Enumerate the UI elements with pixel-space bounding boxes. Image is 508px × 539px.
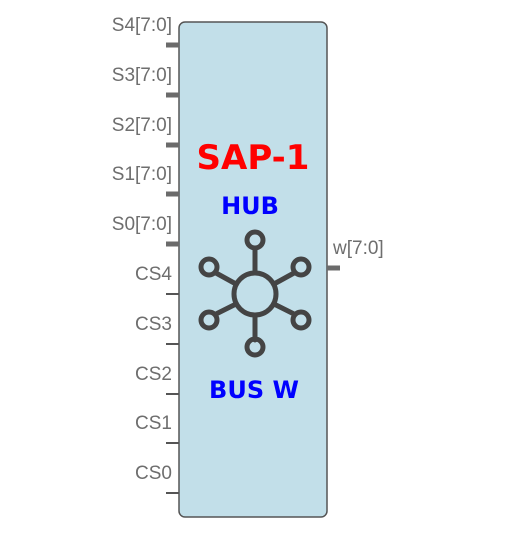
pin-cs3: CS3 bbox=[135, 314, 179, 345]
input-pins: S4[7:0] S3[7:0] S2[7:0] S1[7:0] S0[7:0] CS4CS… bbox=[112, 15, 179, 494]
pin-s4: S4[7:0] bbox=[112, 15, 179, 48]
pin-label: S4[7:0] bbox=[112, 15, 172, 36]
pin-label: CS0 bbox=[135, 463, 172, 484]
block-title: SAP-1 bbox=[197, 138, 310, 178]
pin-label: CS2 bbox=[135, 364, 172, 385]
pin-cs4: CS4 bbox=[135, 264, 179, 295]
pin-s2: S2[7:0] bbox=[112, 115, 179, 148]
pin-cs0: CS0 bbox=[135, 463, 179, 494]
block-subtitle-bus: BUS W bbox=[209, 376, 299, 404]
pin-s1: S1[7:0] bbox=[112, 164, 179, 197]
pin-cs1: CS1 bbox=[135, 413, 179, 444]
pin-label: S1[7:0] bbox=[112, 164, 172, 185]
pin-s3: S3[7:0] bbox=[112, 65, 179, 98]
block-subtitle-hub: HUB bbox=[221, 192, 279, 220]
pin-label: S3[7:0] bbox=[112, 65, 172, 86]
pin-cs2: CS2 bbox=[135, 364, 179, 395]
pin-label: CS3 bbox=[135, 314, 172, 335]
pin-label: S2[7:0] bbox=[112, 115, 172, 136]
pin-label: CS1 bbox=[135, 413, 172, 434]
pin-s0: S0[7:0] bbox=[112, 214, 179, 247]
output-pins: w[7:0] bbox=[327, 238, 384, 271]
pin-label: w[7:0] bbox=[332, 238, 384, 259]
hub-network-icon bbox=[198, 229, 312, 358]
pin-label: S0[7:0] bbox=[112, 214, 172, 235]
pin-label: CS4 bbox=[135, 264, 172, 285]
pin-w: w[7:0] bbox=[327, 238, 384, 271]
